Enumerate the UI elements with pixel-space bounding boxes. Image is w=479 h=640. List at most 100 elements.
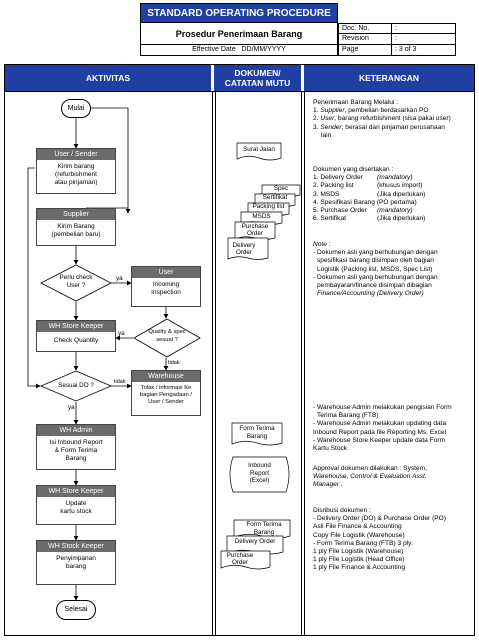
start-terminator: Mulai <box>61 99 91 118</box>
text-line: (khusus import) <box>377 182 423 190</box>
col-header-dokumen: DOKUMEN/ CATATAN MUTU <box>214 65 301 91</box>
text-line: & Form Terima <box>54 447 98 454</box>
doc-stack2-ftb: Form Terima Barang <box>246 521 282 536</box>
process-update-stock-head: WH Store Keeper <box>37 486 115 497</box>
page-label: Page <box>338 45 392 56</box>
notes-approval-line: Manager . <box>313 481 343 489</box>
notes-approval-line: Warehouse, Control & Evaluation Asst. <box>313 473 427 481</box>
page-value: : 3 of 3 <box>392 45 456 56</box>
text-line: User <box>320 115 335 123</box>
notes-note-line: - Dokumen asli yang berhubungan dengan <box>313 273 438 281</box>
notes-penerimaan-cont: lain <box>321 131 332 139</box>
process-check-quantity: WH Store Keeper Check Quantity <box>36 320 116 352</box>
effective-date-label: Effective Date <box>192 46 236 53</box>
notes-note-line: pembayaran/finance disimpan dibagian <box>317 282 432 290</box>
text-line: Supplier <box>320 107 345 115</box>
procedure-title: Prosedur Penerimaan Barang <box>175 28 303 39</box>
doc-sertifikat: Sertifikat <box>262 194 288 201</box>
text-line: 2. Packing list <box>313 182 354 190</box>
label-tidak-2: tidak <box>168 360 180 366</box>
col-header-aktivitas: AKTIVITAS <box>5 65 211 91</box>
process-warehouse-reject: Warehouse Tolak / informasi Ke bagian Pe… <box>131 370 201 416</box>
process-penyimpanan: WH Stock Keeper Penyimpanan barang <box>36 540 116 585</box>
notes-dist-line: Copy File Logistik (Warehouse) <box>313 531 405 539</box>
col-separator-2 <box>301 91 302 636</box>
notes-penerimaan: Penerimaan Barang Melalui : 1. Supplier,… <box>313 99 473 140</box>
notes-penerimaan-item: 2. User, barang refurbishment (sisa paka… <box>313 115 473 123</box>
decision-quality-shape <box>133 318 201 358</box>
notes-dokumen-item: 4. Spesifikasi Barang (PO pertama) <box>313 199 473 207</box>
process-warehouse-head: Warehouse <box>132 371 200 382</box>
text-line: Penyimpanan <box>56 555 96 562</box>
text-line: (mandatory) <box>377 174 413 182</box>
decision-perlu-check-shape <box>40 264 112 302</box>
notes-note-line: - Dokumen asli yang berhubungan dengan <box>313 249 438 257</box>
notes-dist-line: 1 ply File Logistik (Warehouse) <box>313 548 404 556</box>
text-line: 3. MSDS <box>313 190 340 198</box>
notes-approval: Approval dokumen dilakukan : System, War… <box>313 465 475 490</box>
doc-inbound-report: Inbound Report (Excel) <box>233 462 286 485</box>
process-update-stock-body: Update kartu stock <box>37 497 115 516</box>
process-penyimpanan-body: Penyimpanan barang <box>37 552 115 571</box>
text-line: Barang <box>246 432 268 440</box>
end-terminator: Selesai <box>56 600 96 620</box>
notes-wa-line: - Warehouse Store Keeper update data For… <box>313 436 446 444</box>
text-line: barang <box>65 563 87 570</box>
notes-note-line: Logistik (Packing list, MSDS, Spec List) <box>317 265 433 273</box>
text-line: (refurbishment <box>55 171 97 178</box>
decision-quality: Quality & spec sesuai ? <box>133 329 201 344</box>
notes-dokumen-item: 2. Packing list (khusus import) <box>313 182 473 190</box>
col-separator-2b <box>304 91 305 636</box>
text-line: Update <box>65 500 87 507</box>
doc-purchase-order: Purchase Order <box>241 223 269 238</box>
col-header-dokumen-l1: DOKUMEN/ <box>234 68 281 78</box>
revision-value: : <box>392 34 456 45</box>
process-supplier-body: Kirim Barang (pembelian baru) <box>37 220 115 239</box>
text-line: (mandatory) <box>377 207 413 215</box>
notes-dokumen-item: 3. MSDS(Jika diperlukan) <box>313 191 473 199</box>
label-ya-1: ya <box>116 275 123 282</box>
text-line: (Jika diperlukan) <box>377 215 426 223</box>
text-line: Sender <box>320 123 342 131</box>
notes-distribusi: Disribusi dokumen : - Delivery Order (DO… <box>313 507 475 573</box>
text-line: (pembelian baru) <box>51 231 101 238</box>
text-line: kartu stock <box>60 508 92 515</box>
col-header-dokumen-l2: CATATAN MUTU <box>224 78 291 88</box>
notes-warehouse-admin: - Warehouse Admin melakukan pengisian Fo… <box>313 404 475 453</box>
doc-no-label: Doc. No. <box>338 23 392 34</box>
process-user-inspection: User Incoming Inspection <box>131 266 201 307</box>
doc-stack2-do: Delivery Order <box>234 538 276 545</box>
text-line: Inbound <box>248 462 271 469</box>
notes-note: Note : - Dokumen asli yang berhubungan d… <box>313 241 475 298</box>
text-line: (PO pertama) <box>376 198 417 206</box>
notes-dist-line: - Form Terima Barang (FTB) 3 ply. <box>313 539 413 547</box>
text-line: Kirim Barang <box>57 223 95 230</box>
text-line: 1. Delivery Order <box>313 174 363 182</box>
text-line: 4. Spesifikasi Barang <box>313 198 375 206</box>
text-line: Form Terima <box>239 425 275 432</box>
text-line: Report <box>250 469 269 477</box>
notes-dist-line: 1 ply File Logistik (Head Office) <box>313 556 405 564</box>
text-line: 6. Sertifikat <box>313 215 346 223</box>
notes-dist-line: 1 ply File Finance & Accounting <box>313 564 405 572</box>
effective-date-value: DD/MM/YYYY <box>241 46 286 53</box>
text-line: Isi Inbound Report <box>49 439 103 446</box>
notes-dist-line: Disribusi dokumen : <box>313 507 371 514</box>
process-check-quantity-head: WH Store Keeper <box>37 321 115 332</box>
label-ya-2: ya <box>118 330 125 337</box>
notes-wa-line: - Warehouse Admin melakukan pengisian Fo… <box>313 404 452 411</box>
label-ya-3: ya <box>68 404 75 411</box>
text-line: Perlu check <box>59 274 93 281</box>
notes-dokumen-item: 5. Purchase Order(mandatory) <box>313 207 473 215</box>
doc-surat-jalan: Surat Jalan <box>243 146 275 153</box>
decision-sesuai-do: Sesuai DO ? <box>58 382 94 389</box>
notes-note-line: Finance/Accounting (Delivery Order) <box>317 290 424 298</box>
notes-dokumen: Dokumen yang disertakan : 1. Delivery Or… <box>313 166 473 223</box>
doc-spec: Spec <box>273 185 289 192</box>
text-line: Inspection <box>151 289 181 296</box>
process-check-quantity-body: Check Quantity <box>37 332 115 345</box>
text-line: (Excel) <box>249 477 270 485</box>
text-line: 3. <box>313 123 321 131</box>
